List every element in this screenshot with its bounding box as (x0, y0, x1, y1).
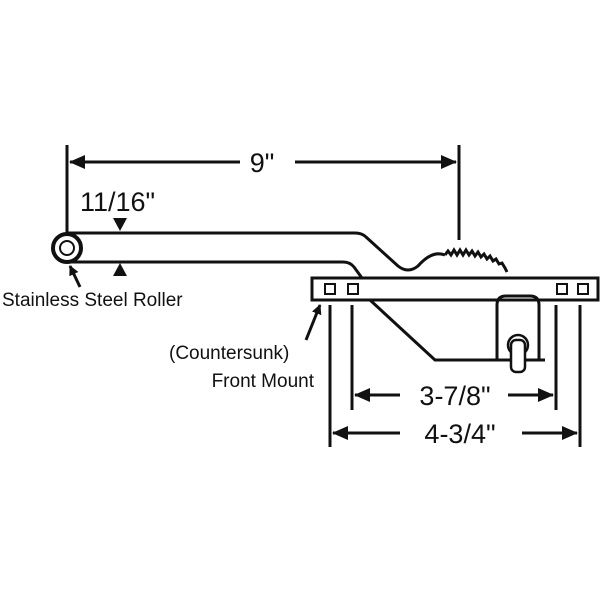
stud-icon (509, 338, 527, 374)
arm-width-dimension: 11/16" (80, 187, 155, 276)
mount-outer-label: 4-3/4" (424, 419, 495, 449)
mounting-base (310, 276, 600, 374)
mount-label-line1: (Countersunk) (169, 343, 289, 364)
overall-length-dimension: 9" (65, 145, 461, 245)
mount-label-line2: Front Mount (212, 371, 315, 392)
arrow-down-icon (113, 218, 127, 231)
callouts: Stainless Steel Roller (Countersunk) Fro… (2, 265, 322, 392)
arrow-up-icon (113, 263, 127, 276)
roller-label: Stainless Steel Roller (2, 290, 183, 311)
overall-length-label: 9" (250, 148, 275, 178)
mount-inner-label: 3-7/8" (419, 381, 490, 411)
mount-dimensions: 3-7/8" 4-3/4" (328, 305, 582, 449)
operator-arm (51, 231, 509, 279)
roller-icon (51, 232, 83, 264)
arm-width-label: 11/16" (80, 187, 155, 217)
